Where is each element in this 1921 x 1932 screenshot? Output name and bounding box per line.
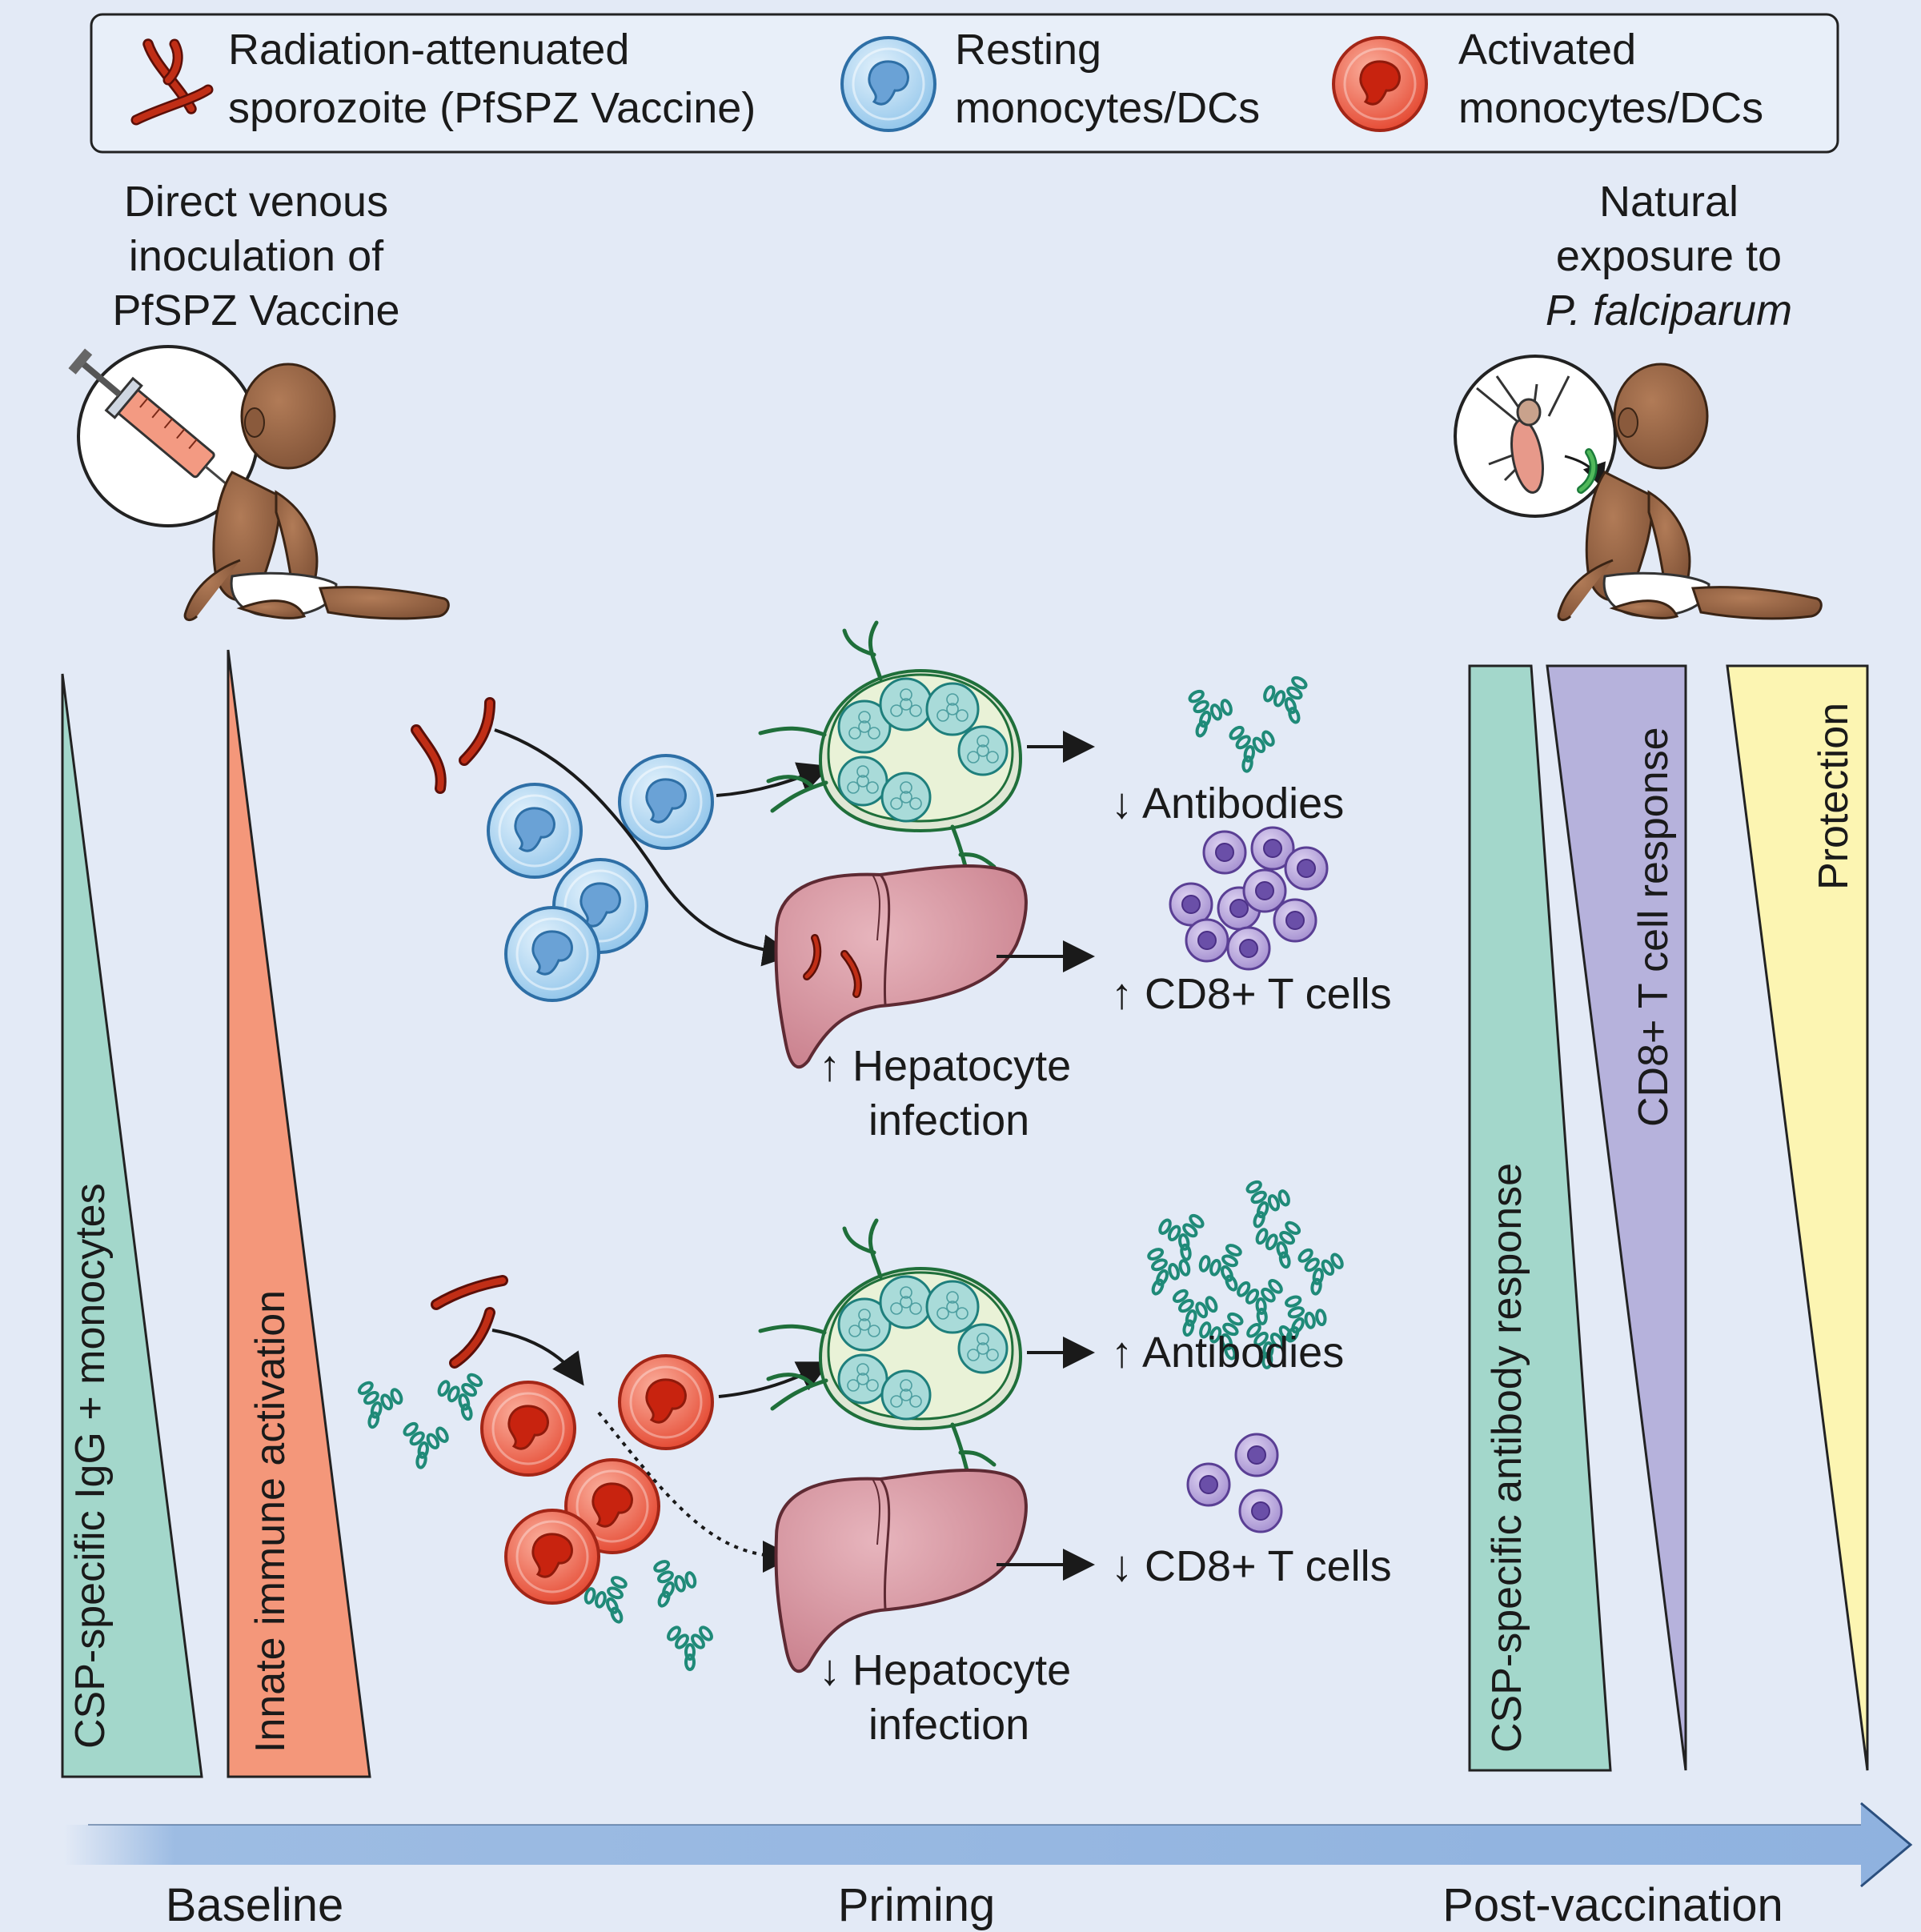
bottom-arrow-to-lymph — [718, 1361, 831, 1398]
right-heading-line-2: exposure to — [1556, 232, 1782, 280]
legend-sporozoite-icon — [130, 44, 214, 126]
timeline-baseline-label: Baseline — [166, 1879, 343, 1931]
bottom-scenario: ↑ Antibodies ↓ CD8+ T cells ↓ Hepatocyte… — [347, 1175, 1392, 1749]
bottom-antibodies-label: ↑ Antibodies — [1111, 1329, 1344, 1377]
top-hepatocyte-label-2: infection — [868, 1096, 1029, 1144]
top-hepatocyte-label-1: ↑ Hepatocyte — [819, 1042, 1071, 1090]
top-cd8-cluster — [1169, 826, 1329, 971]
right-heading-line-3: P. falciparum — [1546, 287, 1792, 335]
top-scenario: ↓ Antibodies ↑ CD8+ T cells ↑ Hepatocyte… — [411, 623, 1392, 1144]
infant-right-illustration — [1454, 355, 1823, 622]
left-heading-line-3: PfSPZ Vaccine — [112, 287, 399, 335]
legend-resting-label-1: Resting — [955, 26, 1101, 74]
left-heading-line-1: Direct venous — [124, 178, 388, 226]
top-resting-cells — [487, 754, 714, 1002]
legend-resting-cell-icon — [840, 36, 936, 132]
bar-innate-immune-activation-label: Innate immune activation — [247, 1290, 294, 1753]
bar-protection-label: Protection — [1811, 703, 1857, 890]
right-heading-line-1: Natural — [1599, 178, 1739, 226]
legend-resting-label-2: monocytes/DCs — [955, 84, 1260, 132]
right-heading: Natural exposure to P. falciparum — [1546, 178, 1792, 335]
bar-csp-igg-monocytes: CSP-specific IgG + monocytes — [61, 673, 203, 1778]
legend-sporozoite-label-2: sporozoite (PfSPZ Vaccine) — [228, 84, 756, 132]
legend-activated-label-2: monocytes/DCs — [1458, 84, 1763, 132]
bottom-lymph-node — [760, 1221, 1021, 1477]
bottom-sporozoites — [431, 1275, 508, 1369]
infant-left-illustration — [68, 345, 450, 622]
legend-activated-cell-icon — [1332, 36, 1428, 132]
top-cd8-label: ↑ CD8+ T cells — [1111, 970, 1392, 1018]
bar-csp-antibody-response-label: CSP-specific antibody response — [1484, 1163, 1530, 1753]
left-heading: Direct venous inoculation of PfSPZ Vacci… — [112, 178, 399, 335]
timeline-priming-label: Priming — [838, 1879, 996, 1931]
bottom-dotted-path-to-liver — [597, 1411, 795, 1573]
bar-cd8-t-cell-response-label: CD8+ T cell response — [1630, 727, 1677, 1127]
timeline-post-vaccination-label: Post-vaccination — [1442, 1879, 1783, 1931]
bar-csp-igg-monocytes-label: CSP-specific IgG + monocytes — [67, 1183, 114, 1749]
bottom-liver — [774, 1468, 1028, 1673]
bar-csp-antibody-response: CSP-specific antibody response — [1468, 664, 1612, 1772]
bottom-arrow-sporozoite — [491, 1329, 584, 1386]
top-liver — [774, 864, 1028, 1069]
bottom-hepatocyte-label-1: ↓ Hepatocyte — [819, 1646, 1071, 1694]
top-sporozoites — [411, 697, 495, 794]
bottom-cd8-label: ↓ CD8+ T cells — [1111, 1542, 1392, 1590]
top-antibodies-label: ↓ Antibodies — [1111, 780, 1344, 828]
bottom-cd8-cluster — [1186, 1433, 1283, 1533]
bottom-activated-cells — [480, 1354, 714, 1605]
top-path-to-liver — [494, 728, 795, 967]
left-heading-line-2: inoculation of — [129, 232, 384, 280]
top-lymph-node — [760, 623, 1021, 879]
legend-activated-label-1: Activated — [1458, 26, 1636, 74]
timeline-arrow — [64, 1802, 1913, 1888]
bar-cd8-t-cell-response: CD8+ T cell response — [1546, 664, 1687, 1771]
bar-innate-immune-activation: Innate immune activation — [227, 649, 371, 1778]
top-antibody-cluster — [1175, 671, 1321, 777]
legend-sporozoite-label-1: Radiation-attenuated — [228, 26, 629, 74]
legend-box: Radiation-attenuated sporozoite (PfSPZ V… — [90, 13, 1839, 154]
bottom-hepatocyte-label-2: infection — [868, 1701, 1029, 1749]
mosquito-inset-icon — [1454, 355, 1626, 518]
bar-protection: Protection — [1726, 664, 1869, 1771]
top-arrow-to-lymph — [716, 762, 831, 797]
